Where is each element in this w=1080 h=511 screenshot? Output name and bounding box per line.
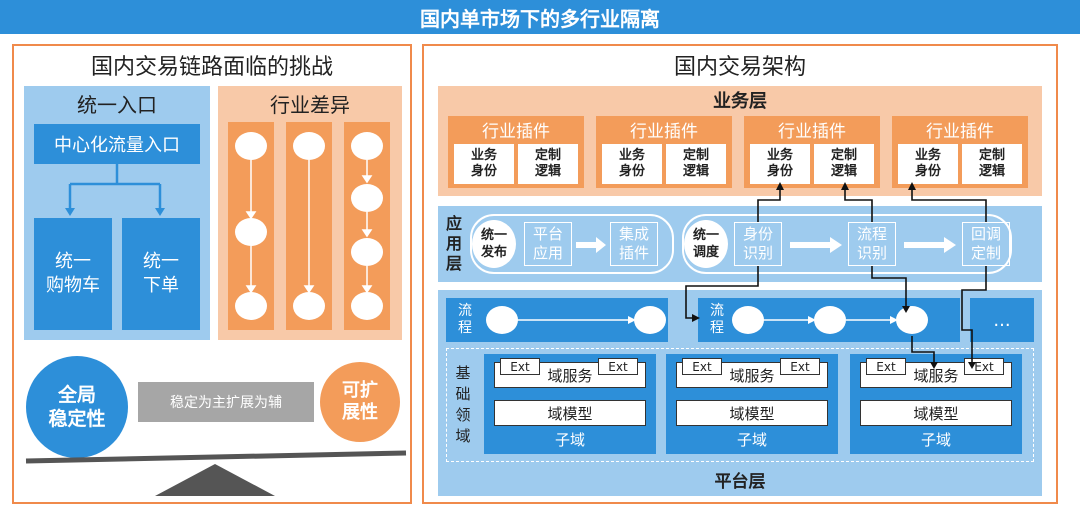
flow-lane-2-nodes xyxy=(732,306,928,334)
unified-order: 统一 下单 xyxy=(122,218,200,330)
arrow-platform-to-plugin xyxy=(576,237,606,253)
industry-plugin-2-label: 行业插件 xyxy=(630,121,698,142)
industry-plugin-4-label: 行业插件 xyxy=(926,121,994,142)
industry-plugin-4-logic: 定制 逻辑 xyxy=(962,144,1022,184)
subdomain-1-ext-left: Ext xyxy=(500,358,540,375)
platform-layer-title: 平台层 xyxy=(714,471,766,492)
industry-plugin-1-logic: 定制 逻辑 xyxy=(518,144,578,184)
unified-dispatch: 统一 调度 xyxy=(684,220,728,268)
unified-entry-title: 统一入口 xyxy=(77,92,157,117)
identity-recognition: 身份 识别 xyxy=(734,222,782,266)
industry-plugin-1-identity: 业务 身份 xyxy=(454,144,514,184)
subdomain-1-label: 子域 xyxy=(554,430,585,449)
subdomain-3-model: 域模型 xyxy=(860,400,1012,426)
seesaw xyxy=(25,450,407,496)
industry-plugin-3-identity: 业务 身份 xyxy=(750,144,810,184)
subdomain-3-ext-right: Ext xyxy=(964,358,1004,375)
subdomain-2-ext-left: Ext xyxy=(682,358,722,375)
more-flows: ... xyxy=(970,298,1034,342)
industry-plugin-3-logic: 定制 逻辑 xyxy=(814,144,874,184)
subdomain-3-ext-left: Ext xyxy=(866,358,906,375)
subdomain-2-label: 子域 xyxy=(736,430,767,449)
entry-connector xyxy=(65,164,165,216)
architecture-title: 国内交易架构 xyxy=(673,55,806,80)
subdomain-2-model: 域模型 xyxy=(676,400,828,426)
industry-plugin-2-logic: 定制 逻辑 xyxy=(666,144,726,184)
business-layer-title: 业务层 xyxy=(713,91,767,112)
page-banner: 国内单市场下的多行业隔离 xyxy=(0,0,1080,34)
central-traffic-entry: 中心化流量入口 xyxy=(34,124,200,164)
global-stability-circle: 全局 稳定性 xyxy=(26,356,128,458)
base-domain-frame xyxy=(446,348,1034,462)
platform-app: 平台 应用 xyxy=(524,222,572,266)
arrow-flow-to-callback xyxy=(904,237,956,253)
unified-publish: 统一 发布 xyxy=(472,220,516,268)
industry-plugin-4-identity: 业务 身份 xyxy=(898,144,958,184)
industry-plugin-1-label: 行业插件 xyxy=(482,121,550,142)
flow-lane-1-nodes xyxy=(486,306,666,334)
application-layer-label: 应 用 层 xyxy=(445,214,462,273)
industry-plugin-2-identity: 业务 身份 xyxy=(602,144,662,184)
flow-lane-1-label: 流 程 xyxy=(458,303,472,336)
integrate-plugin: 集成 插件 xyxy=(610,222,658,266)
unified-dispatch-group xyxy=(682,214,1012,274)
subdomain-3-label: 子域 xyxy=(920,430,951,449)
flow-recognition: 流程 识别 xyxy=(848,222,896,266)
callback-customize: 回调 定制 xyxy=(962,222,1010,266)
arrow-identity-to-flow xyxy=(790,237,842,253)
extensibility-circle: 可扩 展性 xyxy=(320,362,400,442)
industry-plugin-3-label: 行业插件 xyxy=(778,121,846,142)
stability-first-bar: 稳定为主扩展为辅 xyxy=(138,382,314,422)
base-domain-label: 基 础 领 域 xyxy=(455,364,471,445)
unified-cart: 统一 购物车 xyxy=(34,218,112,330)
industry-lanes-flow xyxy=(235,132,383,320)
subdomain-1-ext-right: Ext xyxy=(598,358,638,375)
subdomain-1-model: 域模型 xyxy=(494,400,646,426)
challenges-title: 国内交易链路面临的挑战 xyxy=(90,55,333,80)
subdomain-2-ext-right: Ext xyxy=(780,358,820,375)
industry-diff-title: 行业差异 xyxy=(270,92,350,117)
